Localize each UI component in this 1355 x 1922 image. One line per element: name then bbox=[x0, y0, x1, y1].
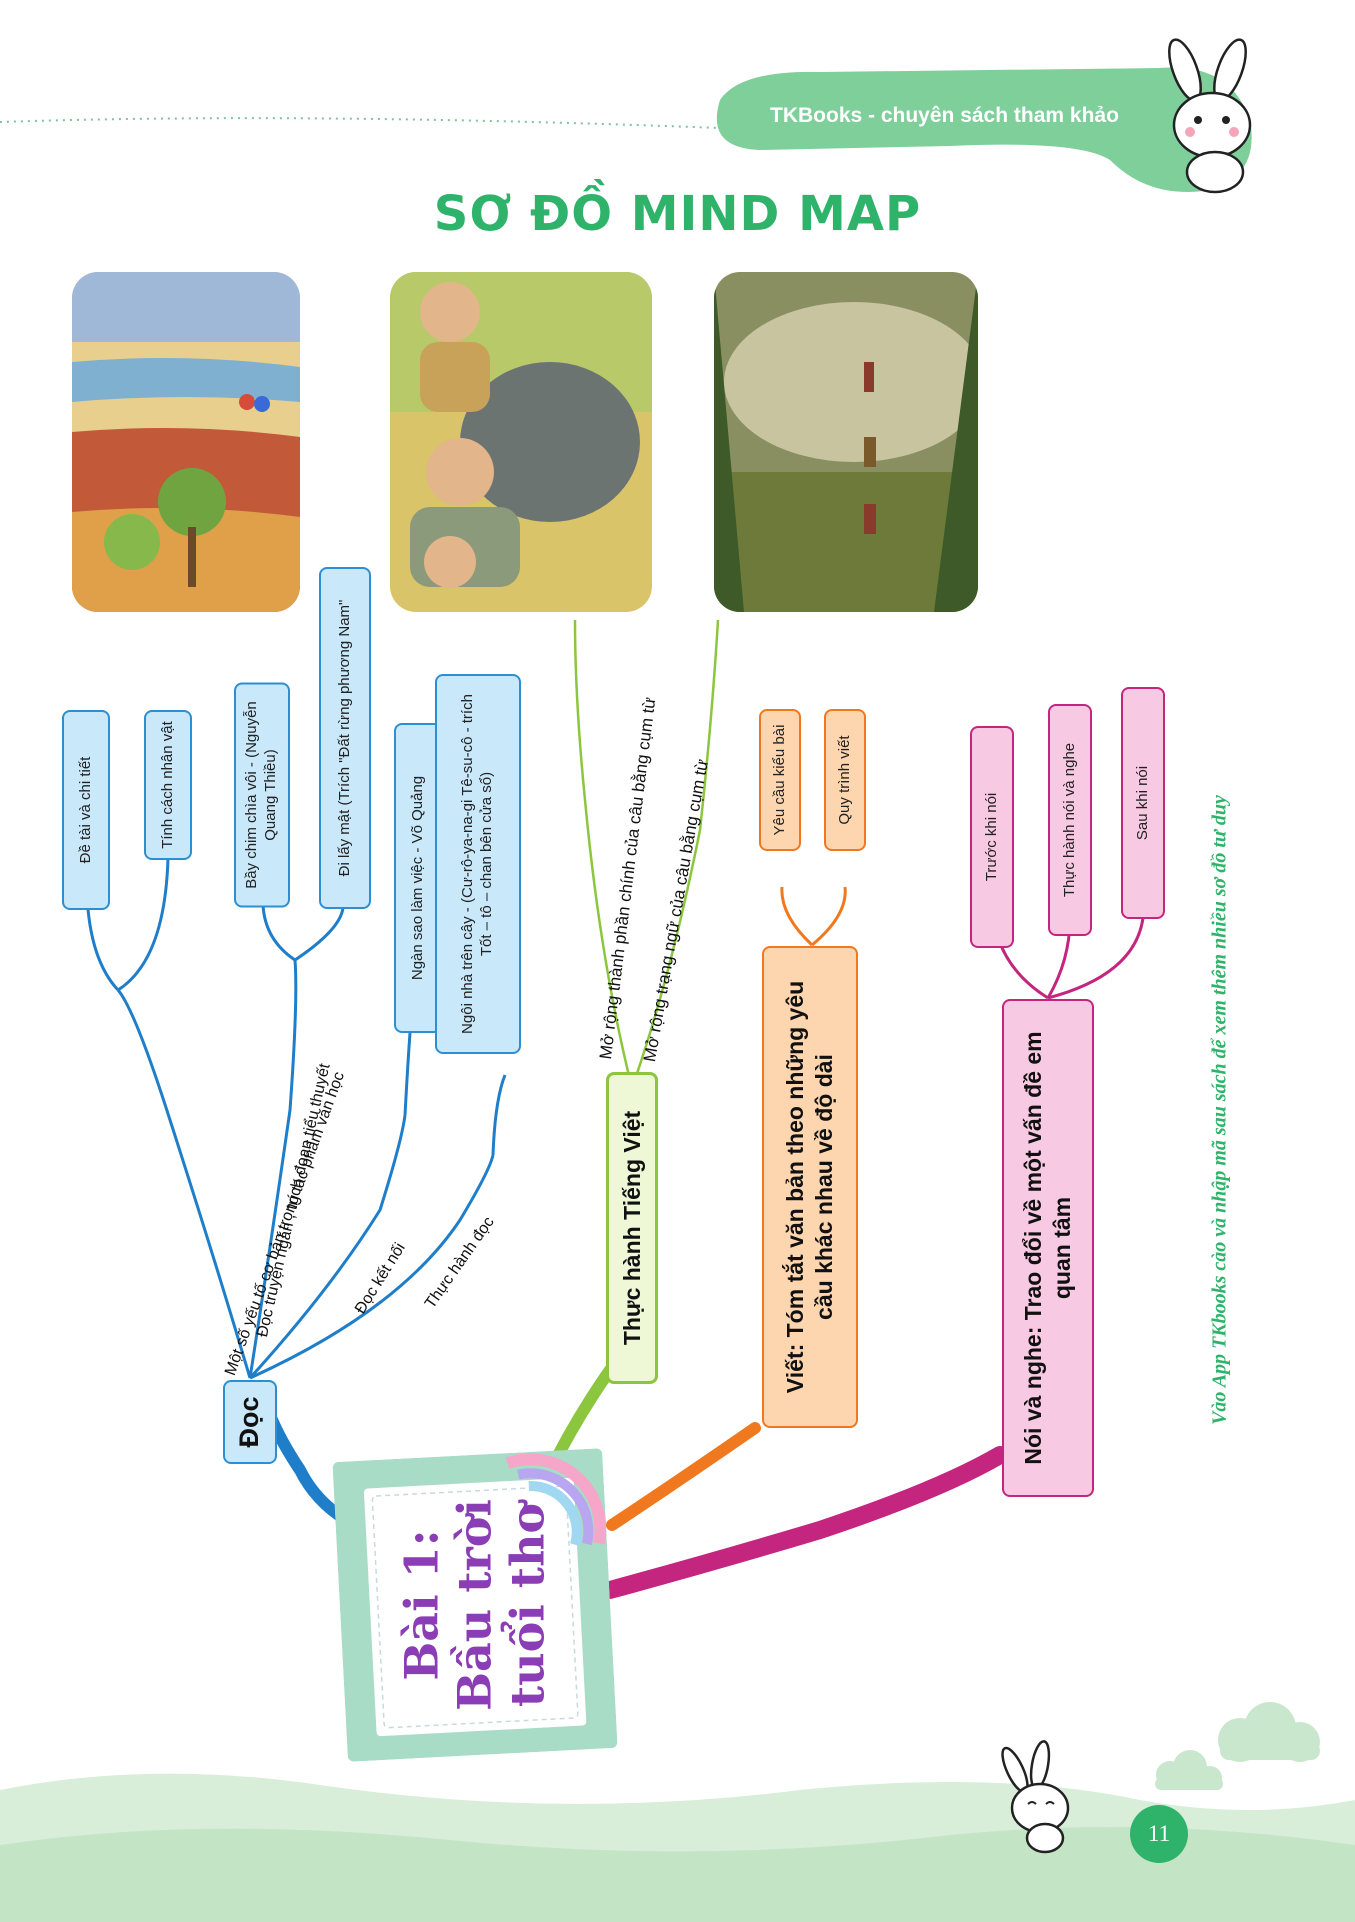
viet-leaf: Yêu cầu kiểu bài bbox=[759, 709, 801, 851]
doc-leaf: Đề tài và chi tiết bbox=[62, 710, 110, 910]
noinghe-leaf: Sau khi nói bbox=[1121, 687, 1165, 919]
doc-leaf: Ngôi nhà trên cây - (Cư-rô-ya-na-gi Tê-s… bbox=[435, 674, 521, 1054]
noinghe-leaf: Trước khi nói bbox=[970, 726, 1014, 948]
rabbit-icon bbox=[1001, 1740, 1070, 1854]
branch-viet: Viết: Tóm tắt văn bản theo những yêu cầu… bbox=[762, 946, 858, 1428]
page-number: 11 bbox=[1130, 1805, 1188, 1863]
viet-leaf: Quy trình viết bbox=[824, 709, 866, 851]
branch-noinghe: Nói và nghe: Trao đổi về một vấn đề em q… bbox=[1002, 999, 1094, 1497]
rabbit-icon bbox=[1168, 38, 1252, 194]
bottom-hill-front bbox=[0, 1827, 1355, 1922]
cloud-icon bbox=[1155, 1702, 1320, 1790]
center-title: Bài 1: Bầu trời tuổi thơ bbox=[394, 1499, 555, 1711]
doc-leaf: Bầy chim chìa vôi - (Nguyễn Quang Thiều) bbox=[234, 682, 290, 908]
header-brand: TKBooks - chuyên sách tham khảo bbox=[770, 104, 1119, 127]
photo-children-buffalo bbox=[390, 272, 652, 612]
photo-birds bbox=[72, 272, 300, 612]
doc-leaf: Tính cách nhân vật bbox=[144, 710, 192, 860]
photo-children-field bbox=[714, 272, 978, 612]
doc-leaf: Đi lấy mật (Trích "Đất rừng phương Nam" bbox=[319, 567, 371, 909]
branch-doc: Đọc bbox=[223, 1380, 277, 1464]
noinghe-leaf: Thực hành nói và nghe bbox=[1048, 704, 1092, 936]
branch-tiengviet: Thực hành Tiếng Việt bbox=[606, 1072, 658, 1384]
side-note: Vào App TKbooks cào và nhập mã sau sách … bbox=[1208, 795, 1231, 1425]
header-dotted-line bbox=[0, 117, 721, 129]
header-banner bbox=[716, 67, 1252, 192]
center-card bbox=[332, 1448, 618, 1762]
page-title: SƠ ĐỒ MIND MAP bbox=[433, 186, 922, 242]
